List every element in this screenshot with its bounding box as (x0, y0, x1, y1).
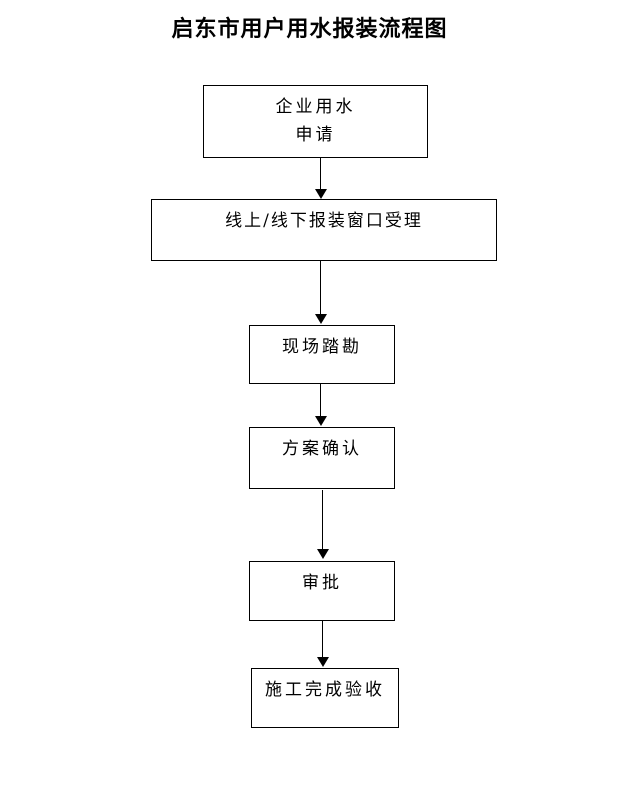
flow-node-label: 审批 (302, 573, 342, 593)
flow-node-plan-confirmation: 方案确认 (249, 427, 395, 489)
flow-node-site-survey: 现场踏勘 (249, 325, 395, 384)
page-title: 启东市用户用水报装流程图 (171, 16, 448, 41)
arrow-down-icon (314, 189, 327, 199)
flow-node-label: 施工完成验收 (265, 680, 385, 700)
flow-node-label: 方案确认 (282, 439, 362, 459)
flow-node-label: 现场踏勘 (282, 337, 362, 357)
arrow-down-icon (316, 549, 329, 559)
arrow-shaft (319, 261, 322, 314)
arrow-shaft (321, 490, 324, 549)
flow-node-window-acceptance: 线上/线下报装窗口受理 (151, 199, 497, 261)
arrow-down-icon (314, 416, 327, 426)
arrow-shaft (319, 158, 322, 189)
arrow-shaft (321, 621, 324, 657)
flow-arrow-1 (314, 158, 327, 199)
arrow-down-icon (314, 314, 327, 324)
flow-node-approval: 审批 (249, 561, 395, 621)
flow-node-enterprise-water-application: 企业用水 申请 (203, 85, 428, 158)
flow-arrow-3 (314, 384, 327, 426)
flow-arrow-5 (316, 621, 329, 667)
flow-arrow-2 (314, 261, 327, 324)
arrow-shaft (319, 384, 322, 416)
flow-node-label: 企业用水 申请 (275, 97, 356, 145)
flow-arrow-4 (316, 490, 329, 559)
flow-node-construction-acceptance: 施工完成验收 (251, 668, 399, 728)
flow-node-label: 线上/线下报装窗口受理 (225, 211, 423, 231)
arrow-down-icon (316, 657, 329, 667)
